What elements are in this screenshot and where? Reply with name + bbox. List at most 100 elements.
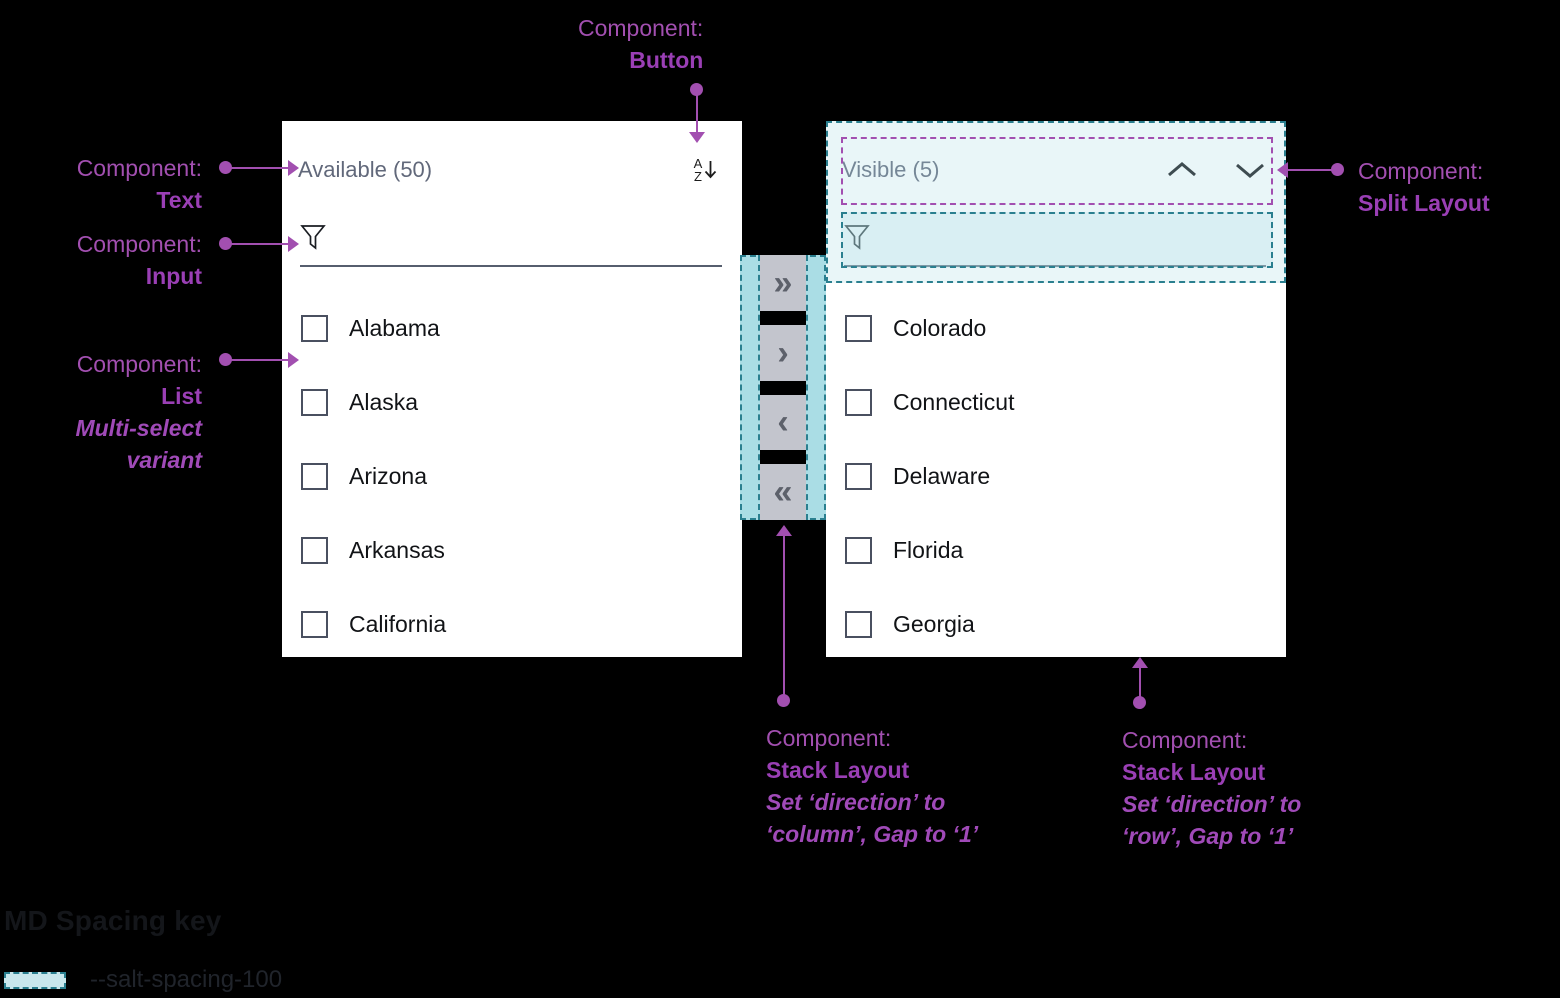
list-item[interactable]: Connecticut (826, 365, 1286, 439)
available-header-actions: A Z (686, 150, 726, 190)
filter-funnel-icon (844, 225, 870, 250)
move-all-right-button[interactable]: » (760, 255, 806, 311)
list-item[interactable]: Florida (826, 513, 1286, 587)
annotation-list-detail-line1: Multi-select (75, 415, 202, 441)
move-left-button[interactable]: ‹ (760, 394, 806, 451)
list-item[interactable]: California (282, 587, 742, 661)
annotation-list-detail-line2: variant (126, 447, 202, 473)
list-item[interactable]: Colorado (826, 291, 1286, 365)
available-panel-title: Available (50) (298, 157, 433, 182)
checkbox[interactable] (845, 536, 872, 564)
visible-filter-input[interactable] (870, 223, 1266, 251)
checkbox[interactable] (301, 314, 328, 342)
spacing-key-swatch (4, 972, 66, 989)
list-item[interactable]: Arkansas (282, 513, 742, 587)
move-all-right-icon: » (773, 263, 793, 302)
list-item-label: California (349, 610, 447, 637)
annotation-split-layout-dot (1331, 163, 1344, 176)
annotation-split-layout-name: Split Layout (1358, 190, 1490, 216)
annotation-button-arrowhead (689, 132, 705, 143)
annotation-button-label: Component: (578, 15, 704, 41)
move-left-icon: ‹ (777, 403, 789, 442)
available-filter-input[interactable] (326, 223, 722, 251)
annotation-button-line (696, 89, 698, 134)
list-item[interactable]: Alaska (282, 365, 742, 439)
filter-funnel-icon (300, 225, 326, 250)
checkbox[interactable] (301, 388, 328, 416)
spacing-key-title: MD Spacing key (4, 905, 222, 936)
annotation-list-name: List (161, 383, 202, 409)
annotation-text-name: Text (156, 187, 202, 213)
annotation-list-arrowhead (288, 352, 299, 368)
sort-letter-a: A (693, 156, 703, 171)
annotation-stack-row-detail-line1: Set ‘direction’ to (1122, 791, 1302, 817)
list-item-label: Delaware (893, 462, 991, 489)
annotation-split-layout: Component: Split Layout (1358, 155, 1490, 219)
annotation-text-arrowhead (288, 160, 299, 176)
annotation-button-name: Button (629, 47, 704, 73)
annotation-input-arrowhead (288, 236, 299, 252)
annotation-stack-row-label: Component: (1122, 727, 1248, 753)
list-item-label: Connecticut (893, 388, 1015, 415)
visible-filter-row[interactable] (844, 209, 1266, 267)
move-right-button[interactable]: › (760, 324, 806, 381)
annotation-list-dot (219, 353, 232, 366)
list-item[interactable]: Alabama (282, 291, 742, 365)
list-item-label: Alaska (349, 388, 419, 415)
annotation-stack-column-arrowhead (776, 525, 792, 536)
transfer-stack-gap (760, 380, 806, 395)
move-right-icon: › (777, 333, 789, 372)
annotation-text-dot (219, 161, 232, 174)
move-all-left-button[interactable]: « (760, 464, 806, 520)
sort-az-button[interactable]: A Z (686, 150, 726, 190)
visible-panel-title: Visible (5) (842, 157, 940, 182)
annotation-input-name: Input (145, 263, 202, 289)
checkbox[interactable] (845, 314, 872, 342)
transfer-button-stack[interactable]: » › ‹ « (758, 255, 808, 520)
list-item[interactable]: Delaware (826, 439, 1286, 513)
annotation-list-label: Component: (76, 351, 202, 377)
checkbox[interactable] (845, 388, 872, 416)
annotation-split-layout-label: Component: (1358, 158, 1484, 184)
move-down-button[interactable] (1230, 150, 1270, 190)
list-item[interactable]: Arizona (282, 439, 742, 513)
chevron-up-icon (1168, 162, 1196, 177)
annotation-stack-row-line (1139, 668, 1141, 700)
list-item-label: Florida (893, 536, 964, 563)
arrow-down-icon (705, 161, 717, 179)
annotation-text-label: Component: (76, 155, 202, 181)
annotation-input-label: Component: (76, 231, 202, 257)
annotation-input-dot (219, 237, 232, 250)
annotation-list: Component: List Multi-select variant (0, 348, 202, 476)
visible-panel-header: Visible (5) (826, 147, 1286, 193)
available-filter-row[interactable] (300, 209, 722, 267)
annotation-input: Component: Input (0, 228, 202, 292)
transfer-stack-gap (760, 450, 806, 465)
sort-letter-z: Z (694, 169, 702, 184)
checkbox[interactable] (845, 610, 872, 638)
annotation-stack-column: Component: Stack Layout Set ‘direction’ … (766, 722, 978, 850)
annotation-input-line (228, 243, 290, 245)
checkbox[interactable] (301, 462, 328, 490)
annotation-stack-row: Component: Stack Layout Set ‘direction’ … (1122, 724, 1301, 852)
annotation-stack-row-name: Stack Layout (1122, 759, 1266, 785)
spacing-key-token: --salt-spacing-100 (90, 966, 283, 993)
list-item-label: Alabama (349, 314, 440, 341)
checkbox[interactable] (301, 610, 328, 638)
transfer-stack-gap (760, 310, 806, 325)
available-panel-header: Available (50) A Z (282, 147, 742, 193)
checkbox[interactable] (845, 462, 872, 490)
sort-az-descending-icon: A Z (694, 157, 719, 183)
move-up-button[interactable] (1162, 150, 1202, 190)
list-item[interactable]: Georgia (826, 587, 1286, 661)
annotation-split-layout-line (1288, 169, 1334, 171)
list-item-label: Arkansas (349, 536, 445, 563)
chevron-down-icon (1236, 163, 1264, 178)
checkbox[interactable] (301, 536, 328, 564)
annotation-button: Component: Button (578, 12, 703, 76)
annotation-stack-column-detail-line1: Set ‘direction’ to (766, 789, 946, 815)
annotation-stack-row-arrowhead (1132, 657, 1148, 668)
